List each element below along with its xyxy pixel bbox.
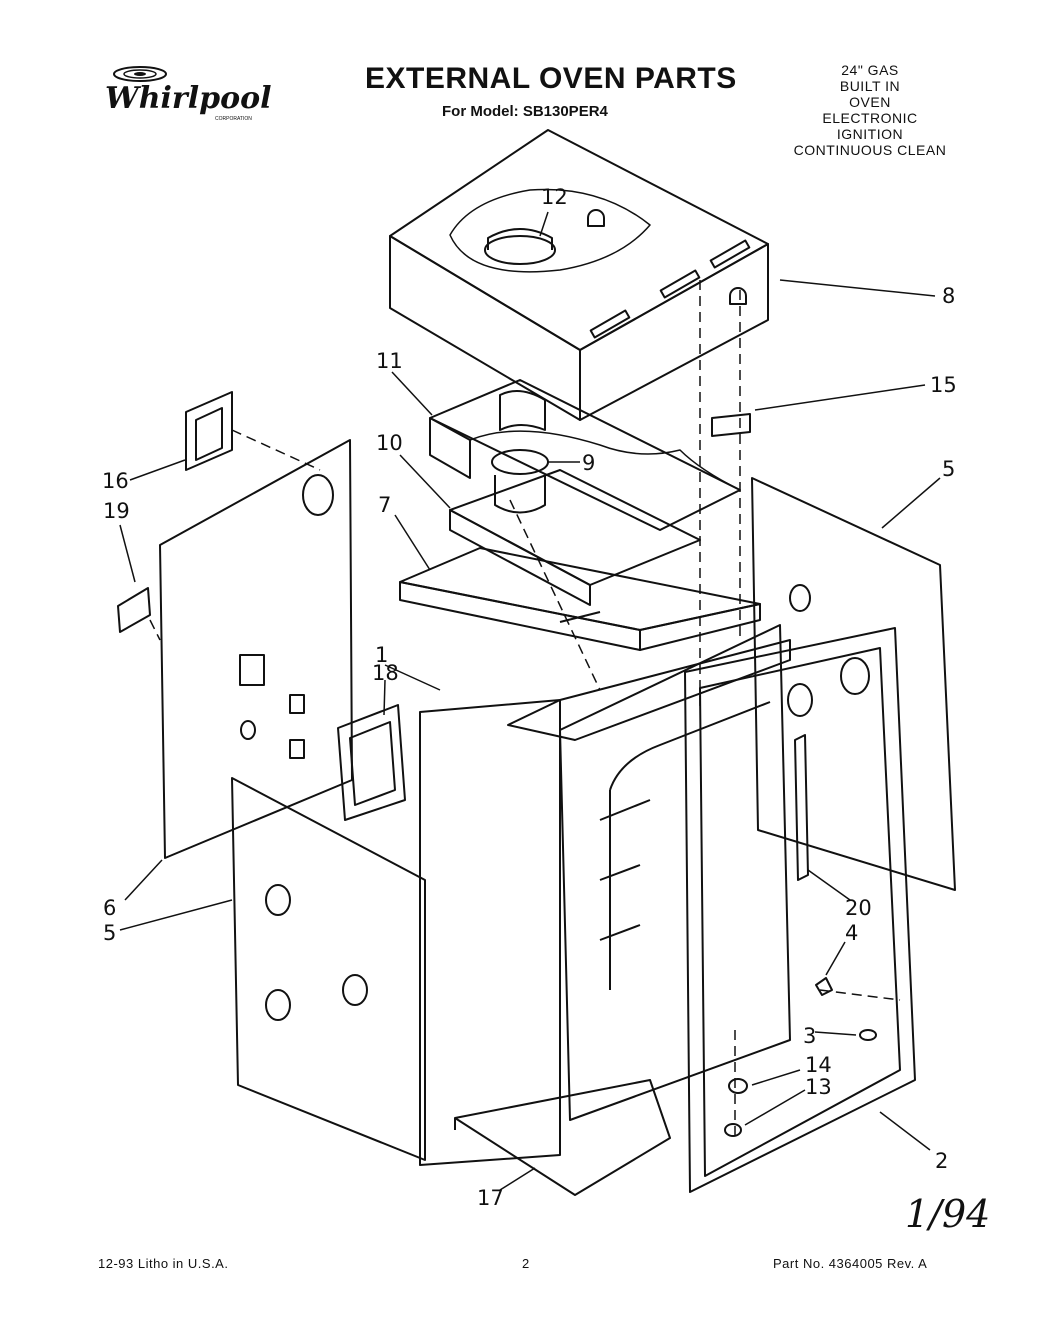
callout-5-right: 5 (942, 457, 955, 481)
callout-8: 8 (942, 284, 955, 308)
spec-line: CONTINUOUS CLEAN (793, 142, 947, 158)
spec-line: ELECTRONIC (822, 110, 918, 126)
callout-12: 12 (541, 185, 568, 209)
part-bottom-rail (454, 1079, 671, 1196)
svg-text:Whirlpool: Whirlpool (105, 81, 272, 116)
part-small-plate (117, 587, 151, 633)
part-left-side-panel (159, 439, 353, 859)
part-left-front-panel (231, 777, 426, 1161)
callout-1: 1 (375, 643, 388, 667)
model-subtitle: For Model: SB130PER4 (442, 103, 608, 120)
part-door-frame (684, 627, 916, 1193)
callout-11: 11 (376, 349, 403, 373)
part-top-cover (389, 129, 769, 421)
part-shield-plate (399, 547, 761, 651)
callout-9: 9 (582, 451, 595, 475)
callout-6: 6 (103, 896, 116, 920)
footer-print-info: 12-93 Litho in U.S.A. (98, 1256, 229, 1271)
callout-5-left: 5 (103, 921, 116, 945)
spec-line: 24" GAS (841, 62, 899, 78)
callout-13: 13 (805, 1075, 832, 1099)
svg-text:CORPORATION: CORPORATION (215, 116, 252, 122)
part-fasteners (724, 977, 877, 1137)
callout-10: 10 (376, 431, 403, 455)
whirlpool-logo: Whirlpool CORPORATION (95, 60, 275, 130)
callout-4: 4 (845, 921, 858, 945)
spec-line: IGNITION (836, 126, 904, 142)
part-gasket (337, 704, 406, 821)
part-flue-cover (449, 449, 701, 606)
footer-page-number: 2 (522, 1256, 530, 1271)
footer-part-number: Part No. 4364005 Rev. A (773, 1256, 928, 1271)
callout-19: 19 (103, 499, 130, 523)
callout-15: 15 (930, 373, 957, 397)
part-vertical-strip (794, 734, 809, 881)
handwritten-date-note: 1/94 (905, 1192, 991, 1236)
page-title: EXTERNAL OVEN PARTS (365, 62, 737, 95)
spec-block: 24" GAS BUILT IN OVEN ELECTRONIC IGNITIO… (780, 62, 960, 158)
spec-line: BUILT IN (839, 78, 901, 94)
part-label (711, 413, 751, 437)
part-right-side-panel (751, 477, 956, 891)
callout-7: 7 (378, 493, 391, 517)
spec-line: OVEN (849, 94, 891, 110)
callout-14: 14 (805, 1053, 832, 1077)
callout-2: 2 (935, 1149, 948, 1173)
callout-18: 18 (372, 661, 399, 685)
callout-20: 20 (845, 896, 872, 920)
callout-3: 3 (803, 1024, 816, 1048)
callout-17: 17 (477, 1186, 504, 1210)
callout-16: 16 (102, 469, 129, 493)
part-bracket (185, 391, 233, 471)
